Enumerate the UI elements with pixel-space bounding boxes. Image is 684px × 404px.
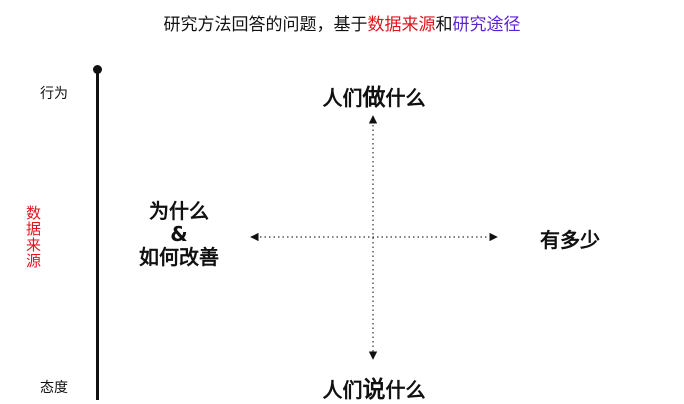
quadrant-bottom-pre: 人们	[322, 378, 363, 402]
title-joiner: 和	[435, 15, 453, 35]
quadrant-right-label: 有多少	[540, 228, 600, 252]
page-title: 研究方法回答的问题，基于数据来源和研究途径	[0, 10, 684, 35]
quadrant-top-label: 人们做什么	[0, 78, 684, 112]
title-data-source: 数据来源	[367, 15, 436, 35]
quadrant-left-line2: &	[170, 222, 188, 246]
axis-label-attitude: 态度	[40, 380, 68, 396]
vertical-axis-line	[96, 68, 99, 400]
quadrant-left-line1: 为什么	[149, 199, 209, 223]
quadrant-top-post: 什么	[385, 86, 426, 110]
quadrant-bottom-post: 什么	[385, 378, 426, 402]
title-research-path: 研究途径	[452, 15, 521, 35]
quadrant-top-emph: 做	[362, 85, 386, 111]
quadrant-top-pre: 人们	[322, 86, 363, 110]
quadrant-bottom-label: 人们说什么	[0, 370, 684, 404]
axis-label-behavior: 行为	[40, 86, 68, 102]
quadrant-left-label: 为什么 & 如何改善	[120, 200, 238, 269]
quadrant-bottom-emph: 说	[362, 377, 386, 403]
title-prefix: 研究方法回答的问题，基于	[163, 15, 368, 35]
axis-label-data-source: 数据来源	[24, 205, 42, 269]
quadrant-left-line3: 如何改善	[139, 245, 219, 269]
vertical-axis-dot	[93, 65, 102, 74]
